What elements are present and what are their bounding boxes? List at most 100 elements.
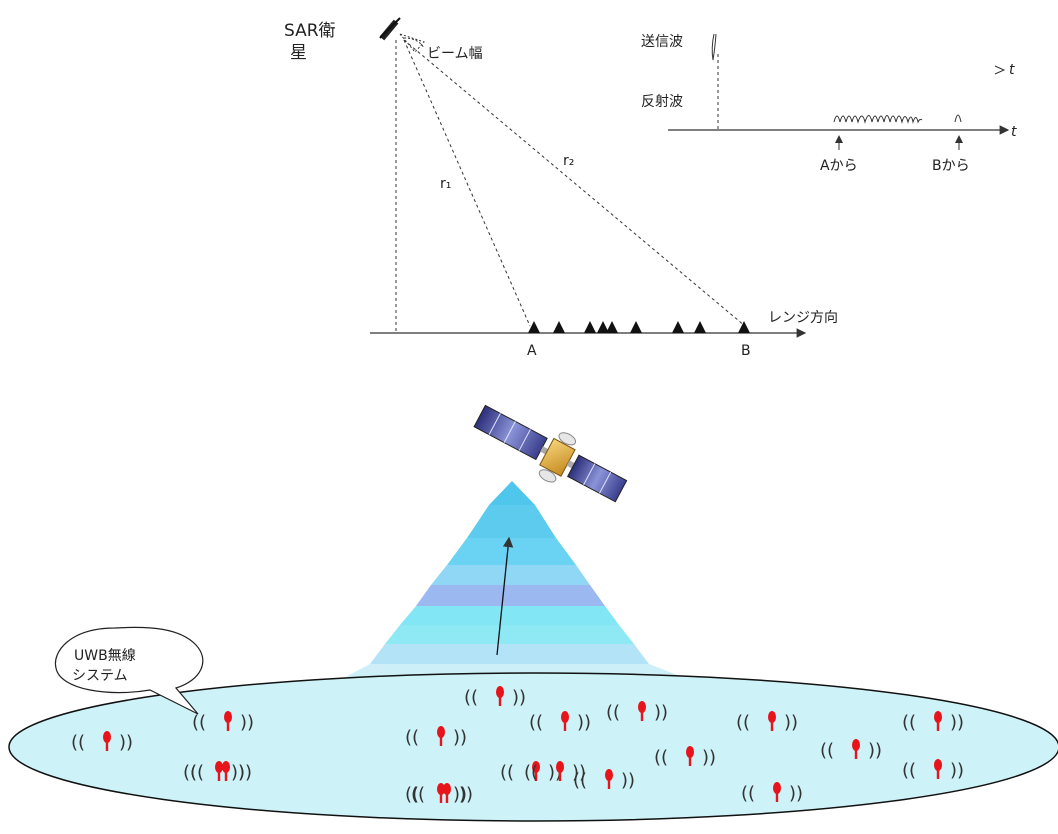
- reflected-wave-label: 反射波: [641, 94, 683, 110]
- uwb-device-icon: (()): [654, 746, 716, 768]
- uwb-wave-right: )): [950, 712, 964, 733]
- uwb-device-stem: [105, 742, 109, 751]
- uwb-device-icon: (()): [405, 726, 467, 748]
- uwb-wave-right: )): [950, 760, 964, 781]
- uwb-device-stem: [534, 772, 538, 781]
- uwb-device-icon: (()): [71, 731, 133, 753]
- uwb-wave-left: ((: [183, 762, 197, 783]
- point-b-label: B: [741, 343, 751, 359]
- uwb-wave-right: )): [238, 762, 252, 783]
- ground-area: [8, 672, 1058, 822]
- beam-pyramid: [340, 481, 690, 680]
- beam-width-label: ビーム幅: [427, 46, 483, 62]
- uwb-device-icon: (()): [741, 782, 803, 804]
- uwb-device-stem: [439, 737, 443, 746]
- satellite-antenna-icon: [379, 17, 401, 41]
- uwb-device-body: [443, 783, 451, 795]
- uwb-device-stem: [558, 772, 562, 781]
- uwb-wave-right: )): [654, 702, 668, 723]
- point-a-label: A: [527, 343, 537, 359]
- uwb-wave-left: ((: [524, 762, 538, 783]
- uwb-device-stem: [498, 697, 502, 706]
- uwb-device-icon: (()): [573, 769, 635, 791]
- uwb-device-body: [852, 739, 860, 751]
- uwb-wave-left: ((: [405, 727, 419, 748]
- uwb-wave-left: ((: [741, 783, 755, 804]
- ground-targets: [528, 321, 750, 333]
- uwb-wave-right: )): [459, 784, 473, 805]
- uwb-device-body: [561, 711, 569, 723]
- uwb-device-body: [103, 731, 111, 743]
- uwb-device-stem: [775, 793, 779, 802]
- uwb-wave-right: )): [453, 727, 467, 748]
- uwb-device-stem: [224, 772, 228, 781]
- ray-r1: [403, 39, 531, 327]
- uwb-device-body: [934, 759, 942, 771]
- uwb-device-icon: (()): [736, 711, 798, 733]
- sar-geometry: SAR衛 星 ビーム幅 r₁ r₂ レンジ方向 A: [284, 17, 838, 359]
- uwb-wave-right: )): [231, 762, 245, 783]
- uwb-wave-left: ((: [902, 712, 916, 733]
- uwb-device-stem: [936, 722, 940, 731]
- target-a: [528, 321, 540, 333]
- uwb-device-body: [437, 783, 445, 795]
- uwb-device-icon: (()): [190, 761, 252, 783]
- uwb-wave-left: ((: [411, 784, 425, 805]
- uwb-device-icon: (()): [405, 783, 467, 805]
- uwb-wave-left: ((: [192, 712, 206, 733]
- uwb-device-body: [686, 746, 694, 758]
- r2-label: r₂: [563, 153, 574, 169]
- uwb-device-body: [638, 701, 646, 713]
- sar-satellite-label-line1: SAR衛: [284, 21, 336, 41]
- uwb-wave-right: )): [789, 783, 803, 804]
- sar-rays: [395, 39, 746, 332]
- uwb-device-body: [215, 761, 223, 773]
- uwb-wave-left: ((: [820, 740, 834, 761]
- uwb-wave-right: )): [577, 712, 591, 733]
- uwb-wave-left: ((: [736, 712, 750, 733]
- uwb-device-icon: (()): [464, 686, 526, 708]
- from-a-label: Aから: [820, 158, 858, 174]
- uwb-device-icon: (()): [902, 759, 964, 781]
- uwb-device-icon: (()): [183, 761, 245, 783]
- uwb-device-icon: (()): [411, 783, 473, 805]
- uwb-device-icon: (()): [529, 711, 591, 733]
- target: [694, 321, 706, 333]
- uwb-callout: UWB無線 システム: [54, 626, 204, 715]
- uwb-device-body: [222, 761, 230, 773]
- uwb-device-body: [768, 711, 776, 723]
- upward-signal-arrow: [496, 536, 514, 656]
- uwb-device-body: [605, 769, 613, 781]
- uwb-wave-left: ((: [606, 702, 620, 723]
- uwb-devices: (())(())(())(())(())(())(())(())(())(())…: [71, 686, 964, 805]
- uwb-wave-right: )): [240, 712, 254, 733]
- reflected-echoes: [833, 115, 923, 124]
- uwb-device-body: [556, 761, 564, 773]
- uwb-wave-right: )): [621, 770, 635, 791]
- uwb-wave-right: )): [119, 732, 133, 753]
- transmit-pulse: [711, 33, 717, 61]
- uwb-wave-left: ((: [500, 762, 514, 783]
- timing-chart: 送信波 t 反射波 t Aから Bから: [641, 33, 1017, 174]
- uwb-wave-right: )): [784, 712, 798, 733]
- uwb-wave-left: ((: [654, 747, 668, 768]
- uwb-wave-right: )): [453, 784, 467, 805]
- target: [672, 321, 684, 333]
- uwb-device-stem: [770, 722, 774, 731]
- reflected-echo-b: [954, 114, 962, 123]
- uwb-device-stem: [640, 712, 644, 721]
- satellite-icon: [473, 404, 628, 503]
- uwb-device-body: [934, 711, 942, 723]
- uwb-device-icon: (()): [902, 711, 964, 733]
- r1-label: r₁: [440, 176, 451, 192]
- uwb-device-icon: (()): [192, 711, 254, 733]
- uwb-device-body: [224, 711, 232, 723]
- uwb-device-stem: [217, 772, 221, 781]
- uwb-device-icon: (()): [606, 701, 668, 723]
- target-b: [738, 321, 750, 333]
- uwb-wave-left: ((: [573, 770, 587, 791]
- uwb-wave-left: ((: [902, 760, 916, 781]
- uwb-device-stem: [226, 722, 230, 731]
- uwb-device-stem: [688, 757, 692, 766]
- uwb-wave-left: ((: [529, 712, 543, 733]
